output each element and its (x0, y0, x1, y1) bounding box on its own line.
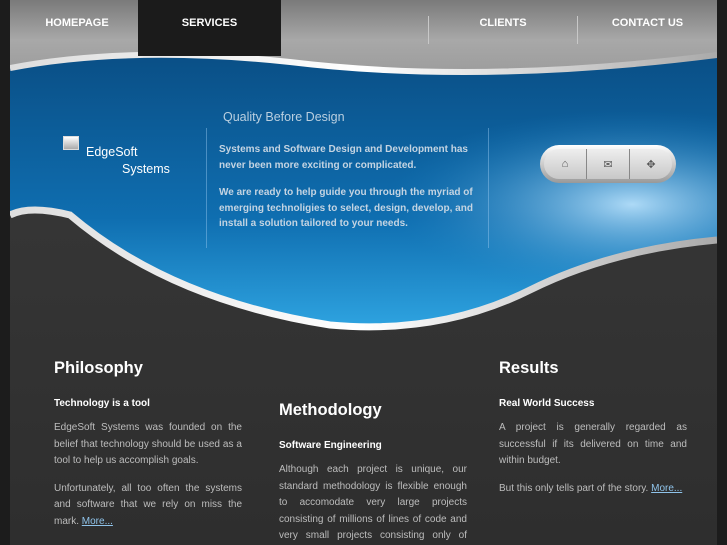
column-subtitle: Real World Success (499, 398, 595, 409)
column-results: Results Real World Success A project is … (499, 359, 687, 497)
home-icon[interactable]: ⌂ (544, 149, 587, 179)
hero-paragraph: We are ready to help guide you through t… (219, 187, 473, 229)
hero-paragraph: Systems and Software Design and Developm… (219, 144, 468, 171)
column-text: Unfortunately, all too often the systems… (54, 482, 242, 527)
nav-services[interactable]: SERVICES (138, 0, 281, 56)
column-text: But this only tells part of the story. M… (499, 482, 683, 494)
column-philosophy: Philosophy Technology is a tool EdgeSoft… (54, 359, 242, 530)
more-link[interactable]: More... (651, 482, 683, 494)
brand-subname: Systems (122, 162, 170, 176)
column-subtitle: Software Engineering (279, 440, 382, 451)
divider (206, 128, 207, 248)
nav-clients[interactable]: CLIENTS (479, 17, 527, 29)
more-link[interactable]: More... (81, 515, 113, 527)
move-icon[interactable]: ✥ (646, 158, 656, 171)
logo-icon (63, 136, 79, 150)
page: HOMEPAGE SERVICES CLIENTS CONTACT US Qua… (10, 0, 717, 545)
column-text: Although each project is unique, our sta… (279, 464, 467, 541)
column-subtitle: Technology is a tool (54, 398, 150, 409)
brand-name: EdgeSoft (86, 145, 138, 159)
nav-divider (577, 16, 578, 44)
hero-banner (10, 51, 717, 331)
quick-links: ⌂ ✉ ✥ (540, 145, 676, 183)
column-text: A project is generally regarded as succe… (499, 422, 687, 466)
column-title: Results (499, 359, 559, 377)
mail-icon[interactable]: ✉ (587, 149, 630, 179)
nav-contact-us[interactable]: CONTACT US (611, 17, 684, 29)
column-title: Methodology (279, 401, 382, 419)
tagline: Quality Before Design (223, 110, 345, 124)
column-methodology: Methodology Software Engineering Althoug… (279, 401, 467, 545)
nav-divider (428, 16, 429, 44)
nav-homepage[interactable]: HOMEPAGE (45, 17, 109, 29)
column-title: Philosophy (54, 359, 143, 377)
column-text: EdgeSoft Systems was founded on the beli… (54, 422, 242, 466)
divider (488, 128, 489, 248)
